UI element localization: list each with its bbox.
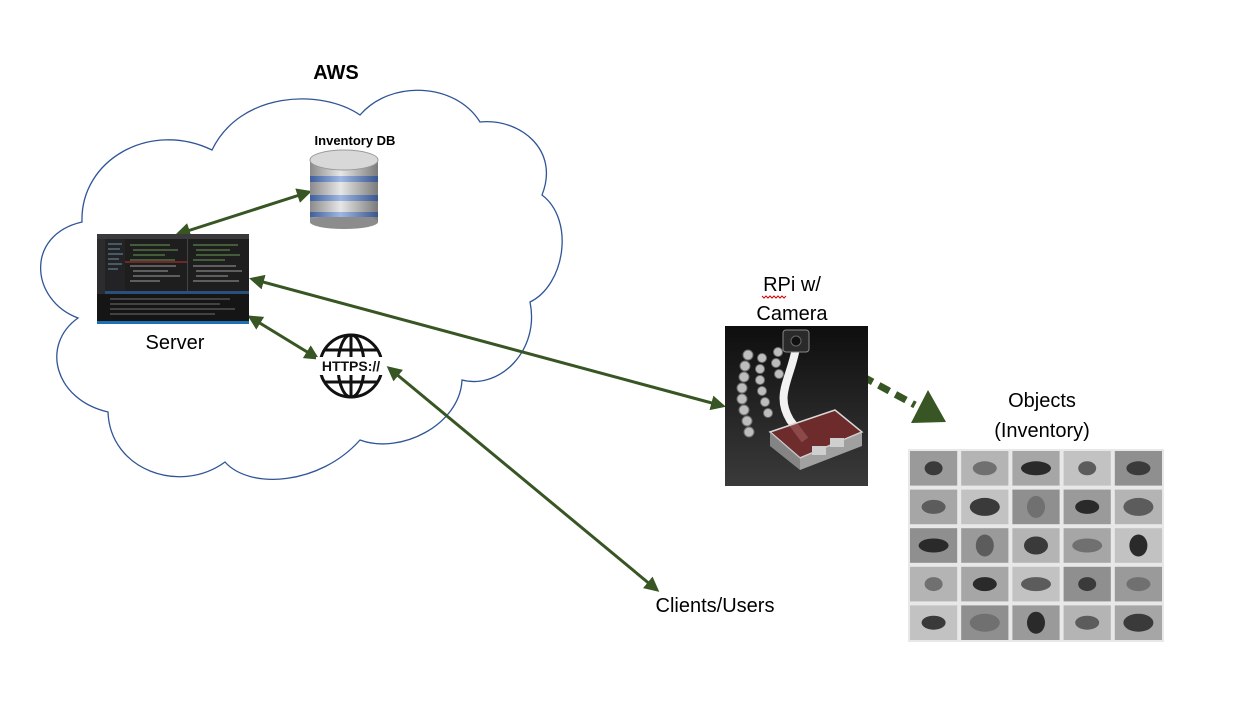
camera-objects-arrowhead bbox=[911, 390, 946, 423]
object-item bbox=[969, 613, 1000, 632]
https-globe-icon: HTTPS:// bbox=[316, 332, 386, 400]
object-item bbox=[1075, 615, 1100, 630]
objects-label-line2: (Inventory) bbox=[994, 420, 1090, 442]
object-item bbox=[975, 534, 994, 557]
rpi-label-line2: Camera bbox=[756, 303, 828, 325]
objects-label-line1: Objects bbox=[1008, 390, 1076, 412]
object-item bbox=[1126, 577, 1151, 592]
objects-grid-photo bbox=[908, 449, 1164, 642]
object-item bbox=[1129, 534, 1148, 557]
object-item bbox=[1021, 577, 1051, 592]
server-screen-icon bbox=[97, 234, 249, 324]
https-text: HTTPS:// bbox=[322, 358, 380, 374]
rpi-label-line1: RPi w/ bbox=[763, 274, 821, 296]
object-item bbox=[918, 538, 949, 553]
object-item bbox=[972, 461, 997, 476]
rpi-camera-photo bbox=[725, 326, 868, 486]
object-item bbox=[1123, 497, 1154, 516]
object-item bbox=[1078, 577, 1097, 592]
spellcheck-underline bbox=[761, 295, 787, 299]
object-item bbox=[1078, 461, 1097, 476]
object-item bbox=[1027, 611, 1045, 634]
object-item bbox=[924, 577, 943, 592]
object-item bbox=[1021, 461, 1051, 476]
object-item bbox=[1123, 613, 1154, 632]
object-item bbox=[1072, 538, 1103, 553]
database-icon bbox=[309, 149, 379, 229]
object-item bbox=[1024, 536, 1048, 555]
object-item bbox=[921, 615, 946, 630]
object-item bbox=[969, 497, 1000, 516]
object-item bbox=[1126, 461, 1151, 476]
object-item bbox=[924, 461, 943, 476]
object-item bbox=[972, 577, 997, 592]
clients-label: Clients/Users bbox=[656, 595, 775, 617]
object-item bbox=[921, 499, 946, 514]
object-item bbox=[1027, 495, 1045, 518]
https-clients-arrow bbox=[386, 366, 660, 592]
object-item bbox=[1075, 499, 1100, 514]
db-server-arrow bbox=[175, 188, 312, 238]
cloud-title: AWS bbox=[313, 62, 359, 84]
database-label: Inventory DB bbox=[315, 133, 396, 148]
server-https-arrow bbox=[247, 315, 320, 360]
server-label: Server bbox=[146, 332, 205, 354]
